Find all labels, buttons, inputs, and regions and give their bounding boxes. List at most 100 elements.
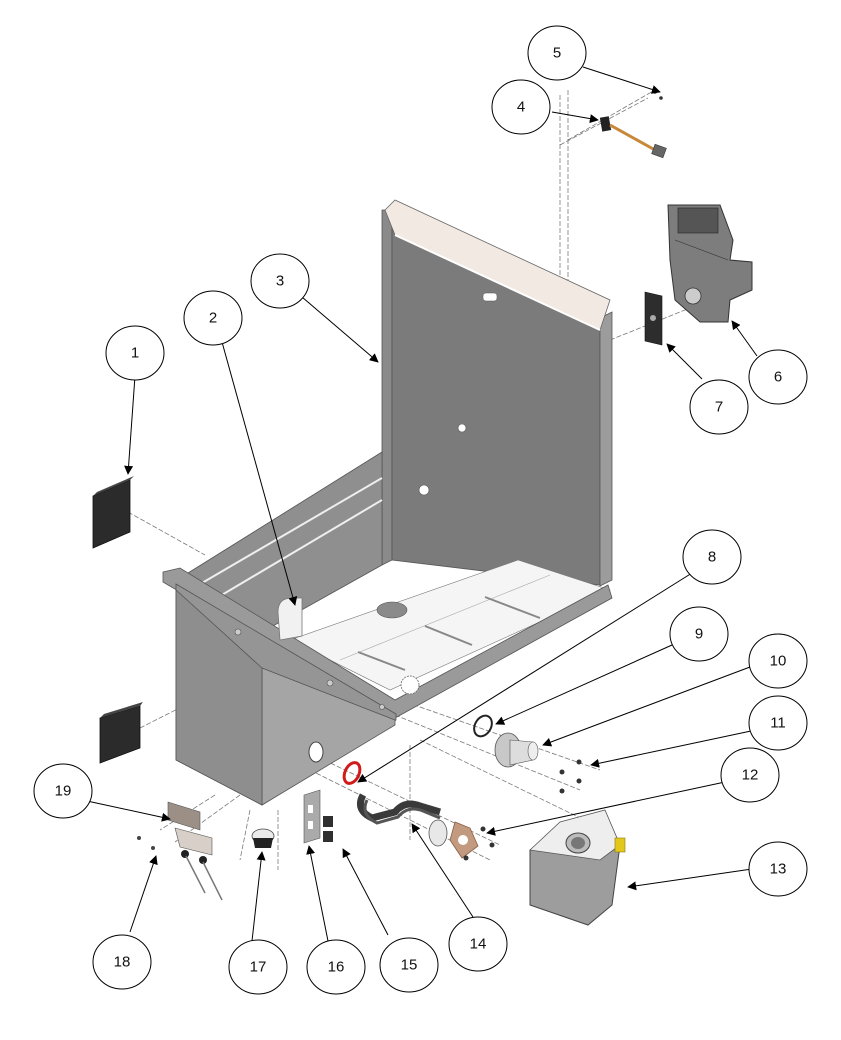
callout-10: 10 (748, 633, 808, 689)
callout-number: 18 (114, 954, 131, 971)
callout-circle (748, 349, 808, 405)
callout-13: 13 (748, 841, 808, 897)
callout-circle (682, 529, 742, 585)
leader-2 (221, 341, 298, 606)
callout-number: 7 (715, 399, 723, 416)
leader-6 (731, 320, 758, 357)
callout-number: 17 (250, 959, 267, 976)
leader-5 (582, 66, 661, 94)
leader-12 (486, 781, 726, 836)
callout-circle (748, 695, 808, 751)
callout-number: 14 (470, 936, 487, 953)
leader-17 (251, 851, 266, 942)
callout-16: 16 (306, 939, 366, 995)
explode-line-cable-2 (554, 95, 561, 306)
callout-circle (250, 253, 310, 309)
callout-circle (748, 633, 808, 689)
callout-number: 19 (55, 783, 72, 800)
control-module (667, 204, 753, 323)
leader-14 (411, 823, 474, 918)
explode-line-flange-1 (399, 699, 601, 771)
callout-circle (92, 934, 152, 990)
explode-line-thermo-1 (239, 809, 251, 861)
callout-4: 4 (491, 79, 551, 135)
leader-19 (86, 800, 171, 822)
leader-16 (306, 845, 329, 942)
callout-number: 4 (517, 99, 525, 116)
copper-gasket (449, 821, 479, 859)
sensor-cable (599, 116, 667, 159)
leader-4 (551, 111, 599, 124)
callout-7: 7 (689, 379, 749, 435)
callout-17: 17 (228, 939, 288, 995)
callout-circle (491, 79, 551, 135)
callout-3: 3 (250, 253, 310, 309)
callout-number: 3 (276, 273, 284, 290)
heater-nuts (463, 826, 495, 861)
callout-number: 12 (742, 767, 759, 784)
explode-line-cable-3 (567, 89, 656, 141)
thermostat (251, 828, 275, 848)
callout-number: 6 (774, 369, 782, 386)
leader-11 (590, 730, 752, 768)
callout-number: 10 (770, 653, 787, 670)
callout-circle (183, 290, 243, 346)
leader-13 (627, 868, 753, 891)
callout-circle (748, 841, 808, 897)
callout-number: 13 (770, 861, 787, 878)
callout-number: 11 (770, 715, 786, 732)
callout-9: 9 (669, 606, 729, 662)
callout-number: 16 (328, 959, 345, 976)
callout-circle (720, 747, 780, 803)
callout-19: 19 (33, 763, 93, 819)
callout-2: 2 (183, 290, 243, 346)
tank-body (162, 199, 613, 806)
callout-15: 15 (379, 937, 439, 993)
leader-lines (86, 66, 758, 942)
callout-number: 9 (695, 626, 703, 643)
leader-8 (357, 572, 693, 783)
outlet-flange (494, 732, 539, 768)
callout-circle (669, 606, 729, 662)
float-switch-bracket (277, 597, 303, 641)
callout-number: 2 (209, 310, 217, 327)
heating-element (357, 793, 448, 847)
callout-number: 15 (401, 957, 418, 974)
callout-14: 14 (448, 916, 508, 972)
callout-circle (379, 937, 439, 993)
reservoir (529, 809, 626, 926)
explode-line-foot-top (127, 511, 206, 556)
callout-circle (306, 939, 366, 995)
leader-10 (542, 666, 751, 747)
leader-3 (301, 296, 379, 363)
leader-7 (666, 343, 703, 380)
callout-circle (448, 916, 508, 972)
o-ring (473, 714, 493, 738)
callout-1: 1 (105, 325, 165, 381)
callout-18: 18 (92, 934, 152, 990)
terminal-blocks (323, 816, 333, 842)
leader-15 (342, 848, 389, 936)
callout-11: 11 (748, 695, 808, 751)
module-gasket (644, 291, 663, 346)
callout-circle (689, 379, 749, 435)
leader-18 (129, 855, 158, 933)
flange-nuts (559, 759, 582, 794)
rubber-foot-pads (92, 476, 143, 764)
callout-circle (228, 939, 288, 995)
callout-6: 6 (748, 349, 808, 405)
terminal-bracket (303, 789, 321, 844)
callout-number: 5 (553, 45, 561, 62)
leader-9 (495, 644, 673, 725)
thermostat-bracket (167, 801, 223, 901)
explode-line-flange-3 (419, 739, 606, 831)
leader-1 (124, 375, 136, 475)
callout-circle (105, 325, 165, 381)
callout-number: 8 (708, 549, 716, 566)
callout-5: 5 (527, 25, 587, 81)
callout-12: 12 (720, 747, 780, 803)
explode-line-flange-2 (394, 714, 581, 791)
callout-circle (33, 763, 93, 819)
